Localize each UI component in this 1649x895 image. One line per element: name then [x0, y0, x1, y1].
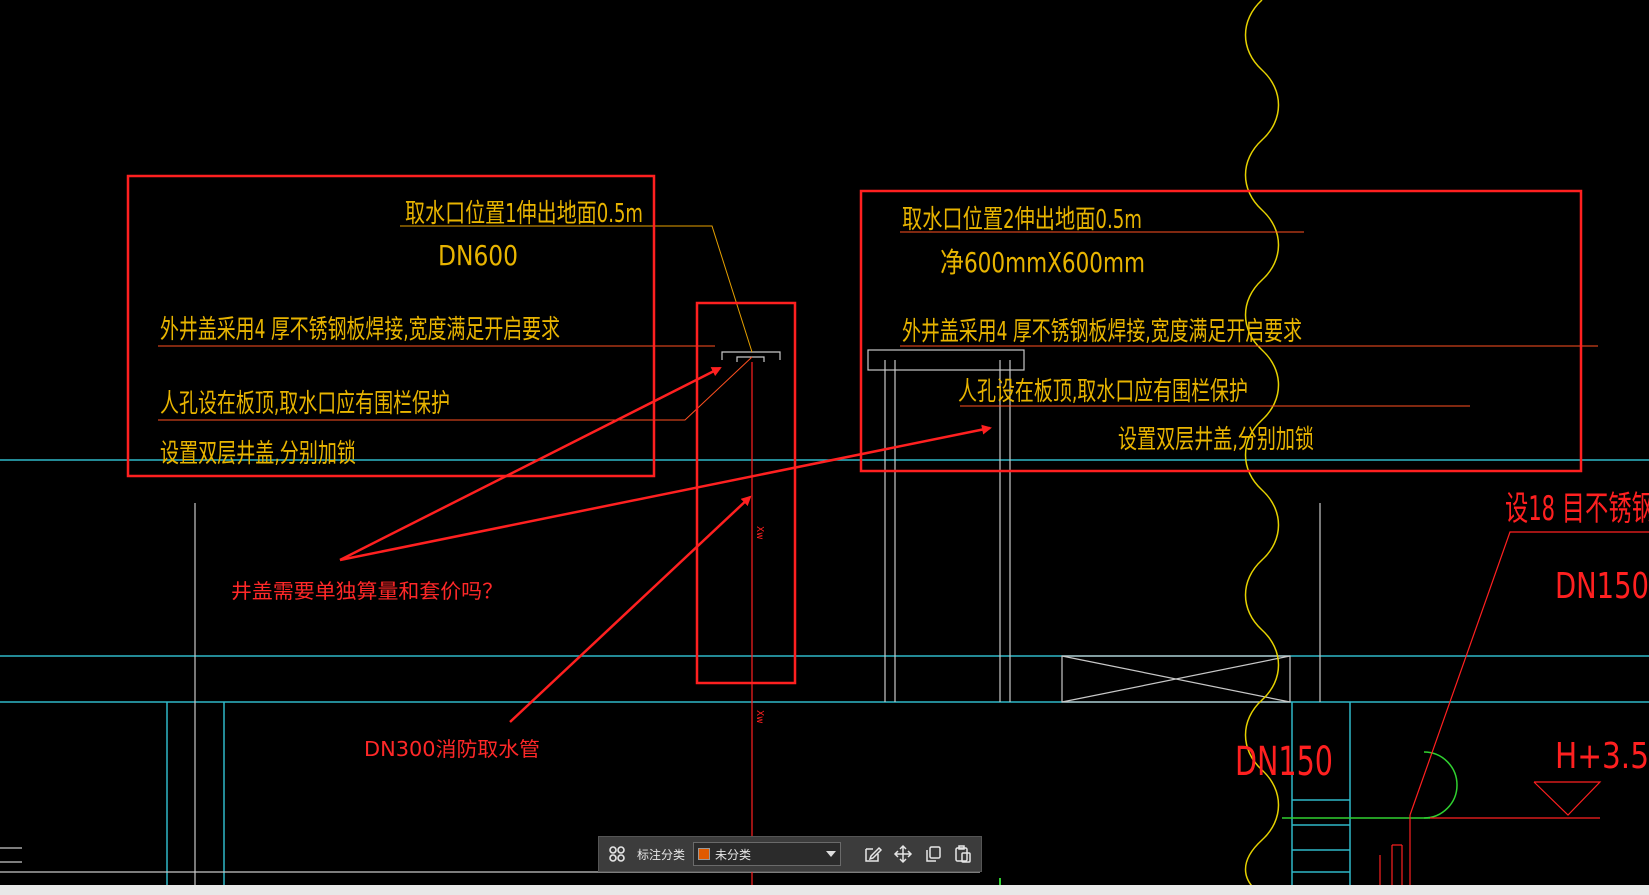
markup-box-1	[126, 174, 656, 478]
mesh-note: 设18 目不锈钢	[1505, 489, 1649, 529]
chevron-down-icon	[826, 851, 837, 857]
box2-line1: 取水口位置2伸出地面0.5m	[902, 205, 1142, 235]
note-block-1: 取水口位置1伸出地面0.5m DN600 外井盖采用4 厚不锈钢板焊接,宽度满足…	[160, 199, 643, 469]
dn150-label-a: DN150	[1555, 566, 1649, 607]
markup-labels: 井盖需要单独算量和套价吗？ DN300消防取水管	[231, 579, 540, 761]
arrow-to-cover-1	[339, 366, 722, 562]
pipe-label: DN300消防取水管	[364, 737, 540, 761]
box1-line2: DN600	[438, 239, 518, 272]
edit-icon[interactable]	[861, 842, 885, 866]
green-lines	[1282, 751, 1458, 819]
paste-icon[interactable]	[951, 842, 975, 866]
category-value: 未分类	[715, 847, 752, 862]
category-dropdown[interactable]: 未分类	[693, 842, 842, 866]
cyan-grid-lines	[0, 459, 1649, 885]
box2-line2: 净600mmX600mm	[940, 246, 1145, 279]
markup-arrows	[339, 366, 992, 723]
note-block-2: 取水口位置2伸出地面0.5m 净600mmX600mm 外井盖采用4 厚不锈钢板…	[902, 205, 1314, 455]
annotation-toolbar: 标注分类 未分类	[598, 836, 982, 872]
pipe-mark-2: Xw	[754, 710, 765, 724]
pipe-mark-1: Xw	[754, 526, 765, 540]
category-label: 标注分类	[637, 847, 686, 862]
pipe-marks: Xw Xw	[754, 526, 765, 724]
box1-line1: 取水口位置1伸出地面0.5m	[405, 199, 643, 229]
move-icon[interactable]	[891, 842, 915, 866]
elevation-label: H+3.5	[1555, 736, 1649, 777]
box2-line4: 人孔设在板顶,取水口应有围栏保护	[958, 377, 1248, 407]
box1-line4: 人孔设在板顶,取水口应有围栏保护	[160, 389, 450, 419]
box2-line3: 外井盖采用4 厚不锈钢板焊接,宽度满足开启要求	[902, 317, 1302, 347]
arrow-to-pipe	[509, 495, 752, 723]
right-annotations: 设18 目不锈钢 DN150 DN150 H+3.5	[1235, 489, 1649, 785]
box2-line5: 设置双层井盖,分别加锁	[1118, 425, 1314, 455]
category-color-swatch	[698, 848, 711, 860]
dn150-label-b: DN150	[1235, 739, 1333, 785]
structure-lines	[0, 349, 1321, 885]
markup-box-pipe	[695, 301, 797, 685]
markup-box-2	[859, 189, 1583, 473]
grid-icon[interactable]	[605, 842, 629, 866]
cad-red-lines	[751, 362, 1649, 885]
box1-line5: 设置双层井盖,分别加锁	[160, 439, 356, 469]
question-label: 井盖需要单独算量和套价吗？	[231, 579, 503, 603]
copy-icon[interactable]	[921, 842, 945, 866]
markup-rectangles	[126, 174, 1583, 685]
leader-lines	[158, 225, 1598, 421]
break-line	[1244, 0, 1280, 895]
arrow-to-cover-2	[339, 424, 992, 562]
status-strip	[0, 885, 1649, 895]
box1-line3: 外井盖采用4 厚不锈钢板焊接,宽度满足开启要求	[160, 315, 560, 345]
